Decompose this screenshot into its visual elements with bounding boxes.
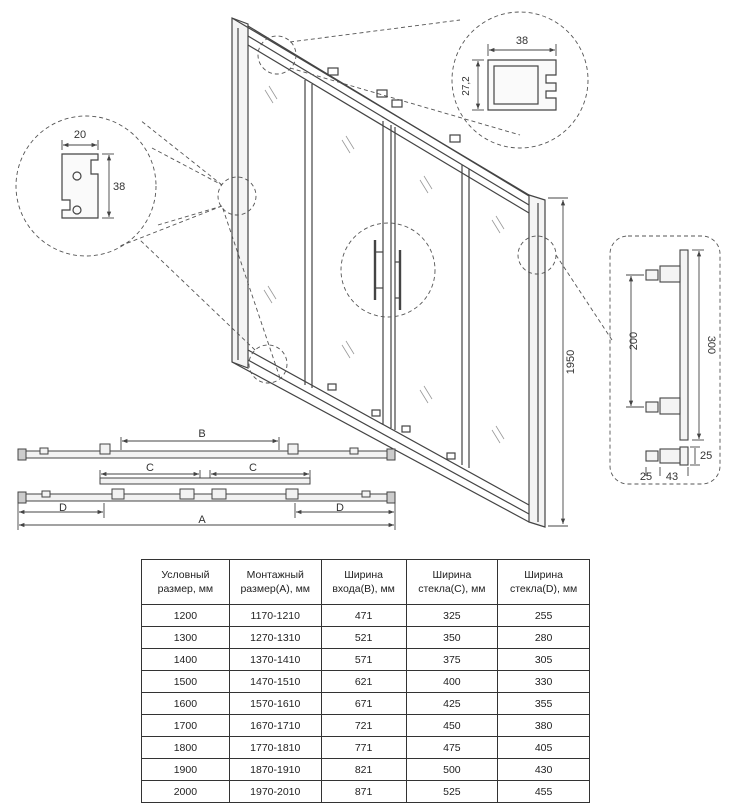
table-cell: 871	[320, 780, 407, 803]
header-mounting-size: Монтажный размер(A), мм	[228, 559, 322, 605]
table-cell: 1470-1510	[228, 670, 322, 693]
glass-reflections	[263, 85, 505, 444]
plan-label-d-right: D	[336, 502, 344, 514]
table-cell: 425	[405, 692, 499, 715]
handle-detail: 200 300 25 25 43	[609, 235, 721, 485]
table-cell: 521	[320, 626, 407, 649]
left-profile-detail: 20 38	[15, 115, 157, 257]
table-cell: 375	[405, 648, 499, 671]
table-cell: 1370-1410	[228, 648, 322, 671]
table-cell: 721	[320, 714, 407, 737]
table-cell: 1700	[141, 714, 230, 737]
table-cell: 1570-1610	[228, 692, 322, 715]
table-cell: 525	[405, 780, 499, 803]
top-profile-detail: 38 27,2	[451, 11, 589, 149]
header-glass-width-c: Ширина стекла(C), мм	[405, 559, 499, 605]
profile-top-width-value: 38	[516, 35, 528, 47]
table-cell: 380	[497, 714, 590, 737]
header-glass-width-d: Ширина стекла(D), мм	[497, 559, 590, 605]
profile-left-height-value: 38	[113, 181, 125, 193]
handle-projection-value: 43	[666, 471, 678, 483]
plan-label-d-left: D	[59, 502, 67, 514]
table-cell: 1670-1710	[228, 714, 322, 737]
table-cell: 1800	[141, 736, 230, 759]
table-cell: 400	[405, 670, 499, 693]
table-cell: 1400	[141, 648, 230, 671]
detail-markers	[119, 19, 613, 384]
table-cell: 1770-1810	[228, 736, 322, 759]
table-cell: 1270-1310	[228, 626, 322, 649]
table-cell: 475	[405, 736, 499, 759]
table-cell: 450	[405, 714, 499, 737]
table-cell: 1500	[141, 670, 230, 693]
plan-label-a: A	[198, 514, 206, 526]
table-cell: 1300	[141, 626, 230, 649]
table-cell: 771	[320, 736, 407, 759]
shower-door-perspective	[231, 17, 546, 528]
size-table: Условный размер, мм Монтажный размер(A),…	[141, 559, 590, 803]
table-cell: 1200	[141, 604, 230, 627]
table-cell: 350	[405, 626, 499, 649]
table-cell: 330	[497, 670, 590, 693]
plan-label-c-left: C	[146, 462, 154, 474]
table-cell: 471	[320, 604, 407, 627]
handle-spacing-value: 200	[628, 332, 640, 350]
table-cell: 671	[320, 692, 407, 715]
table-cell: 1870-1910	[228, 758, 322, 781]
table-cell: 405	[497, 736, 590, 759]
height-value: 1950	[565, 350, 577, 374]
table-cell: 455	[497, 780, 590, 803]
table-cell: 1170-1210	[228, 604, 322, 627]
plan-view	[17, 443, 396, 504]
technical-drawing: 1950 20 38	[15, 11, 721, 530]
height-dimension	[548, 197, 568, 527]
table-cell: 500	[405, 758, 499, 781]
table-cell: 430	[497, 758, 590, 781]
table-cell: 2000	[141, 780, 230, 803]
handle-offset-value: 25	[640, 471, 652, 483]
header-entry-width: Ширина входа(B), мм	[320, 559, 407, 605]
plan-label-c-right: C	[249, 462, 257, 474]
profile-left-width-value: 20	[74, 129, 86, 141]
table-cell: 325	[405, 604, 499, 627]
table-cell: 355	[497, 692, 590, 715]
table-cell: 255	[497, 604, 590, 627]
table-cell: 1600	[141, 692, 230, 715]
table-header-row: Условный размер, мм Монтажный размер(A),…	[141, 559, 590, 605]
table-cell: 1970-2010	[228, 780, 322, 803]
table-cell: 571	[320, 648, 407, 671]
table-cell: 821	[320, 758, 407, 781]
handle-length-value: 300	[705, 336, 717, 354]
table-cell: 305	[497, 648, 590, 671]
plan-label-b: B	[198, 428, 205, 440]
header-nominal-size: Условный размер, мм	[141, 559, 230, 605]
profile-top-height-value: 27,2	[461, 76, 472, 96]
plan-dimensions	[17, 437, 396, 530]
table-cell: 621	[320, 670, 407, 693]
handle-depth-value: 25	[700, 450, 712, 462]
table-cell: 280	[497, 626, 590, 649]
table-cell: 1900	[141, 758, 230, 781]
